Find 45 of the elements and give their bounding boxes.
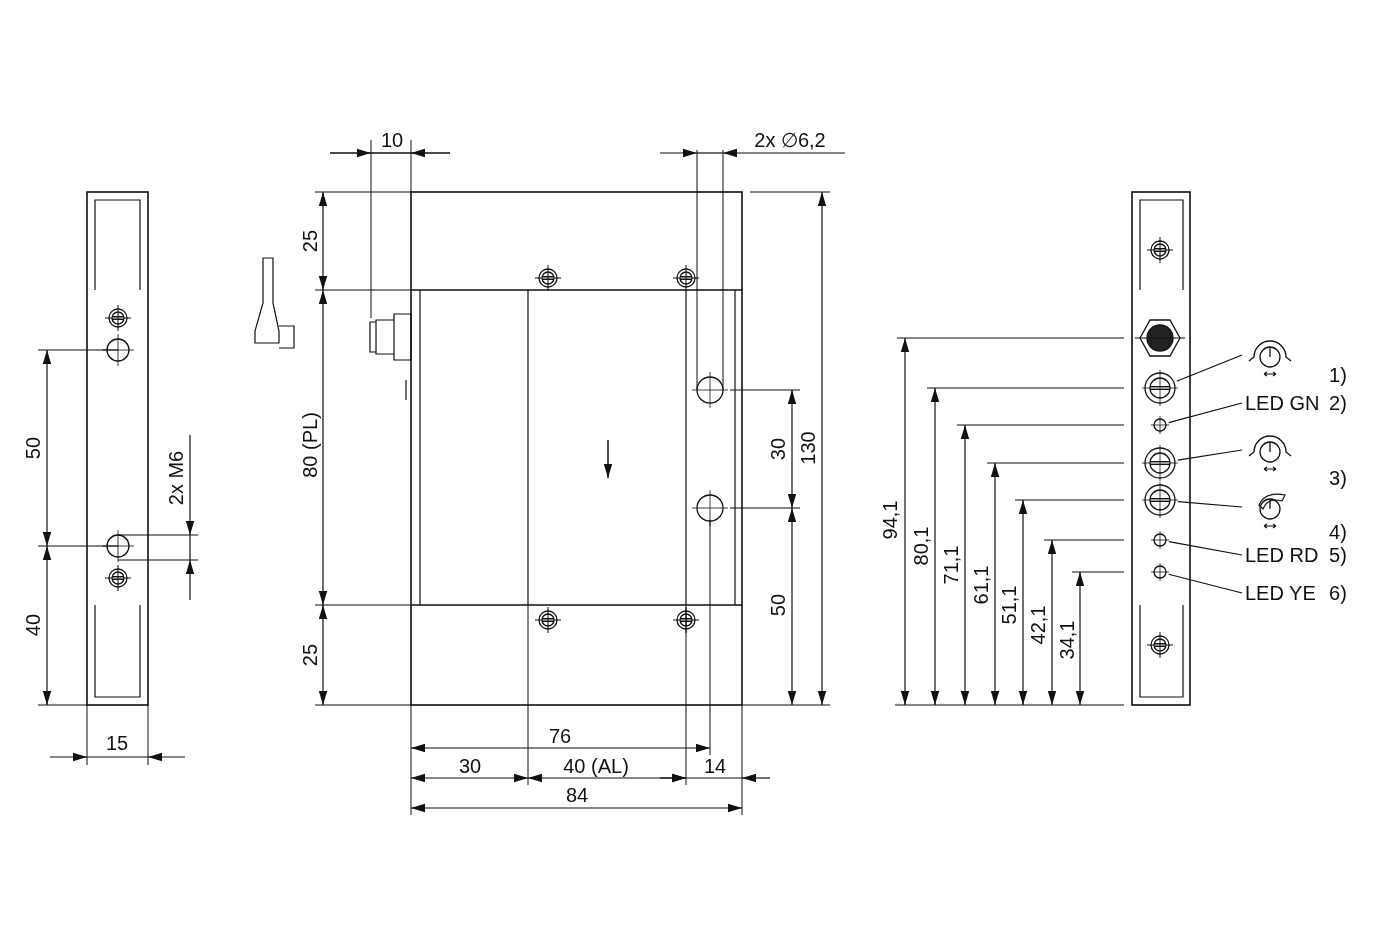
dimension-label: 25 [299, 643, 321, 667]
dimension-label: 15 [105, 732, 129, 754]
dimension-label: 10 [380, 129, 404, 151]
dimension-label: 40 [22, 613, 44, 637]
dimension-label: 25 [299, 229, 321, 253]
callout-number: 3) [1329, 467, 1347, 489]
dimension-label: 71,1 [940, 545, 962, 585]
dimension-label: 42,1 [1027, 605, 1049, 645]
dimension-label: 14 [703, 755, 727, 777]
dimension-label: 51,1 [998, 585, 1020, 625]
leader-line [1177, 500, 1243, 508]
leader-line [1177, 449, 1243, 461]
leader-line [1168, 573, 1243, 594]
dimension-label: 76 [548, 725, 572, 747]
dimension-label: 30 [767, 437, 789, 461]
part-label: LED YE [1245, 582, 1316, 604]
callout-number: 1) [1329, 364, 1347, 386]
dimension-label: 34,1 [1056, 620, 1078, 660]
callout-number: 2) [1329, 392, 1347, 414]
dimension-label: 2x ∅6,2 [754, 129, 826, 151]
dimension-label: 80,1 [910, 526, 932, 566]
led-symbol [1151, 563, 1169, 581]
dimension-label: 50 [22, 436, 44, 460]
dimension-label: 2x M6 [165, 450, 187, 506]
dimension-label: 50 [767, 593, 789, 617]
part-label: LED RD [1245, 544, 1319, 566]
dimension-label: 61,1 [970, 565, 992, 605]
dimension-label: 84 [565, 784, 589, 806]
potentiometer-symbol [1142, 370, 1178, 406]
potentiometer-symbol [1142, 445, 1178, 481]
callout-number: 5) [1329, 544, 1347, 566]
leader-line [1176, 354, 1243, 382]
dimension-label: 80 (PL) [299, 412, 321, 478]
potentiometer-symbol [1142, 482, 1178, 518]
led-symbol [1151, 416, 1169, 434]
dimension-label: 30 [458, 755, 482, 777]
dimension-label: 40 (AL) [563, 755, 629, 777]
leader-line [1168, 541, 1243, 556]
part-label: LED GN [1245, 392, 1320, 414]
leader-line [1168, 402, 1243, 424]
led-symbol [1151, 531, 1169, 549]
callout-number: 6) [1329, 582, 1347, 604]
dimension-label: 94,1 [879, 500, 901, 540]
callout-number: 4) [1329, 521, 1347, 543]
dimension-label: 130 [797, 431, 819, 465]
